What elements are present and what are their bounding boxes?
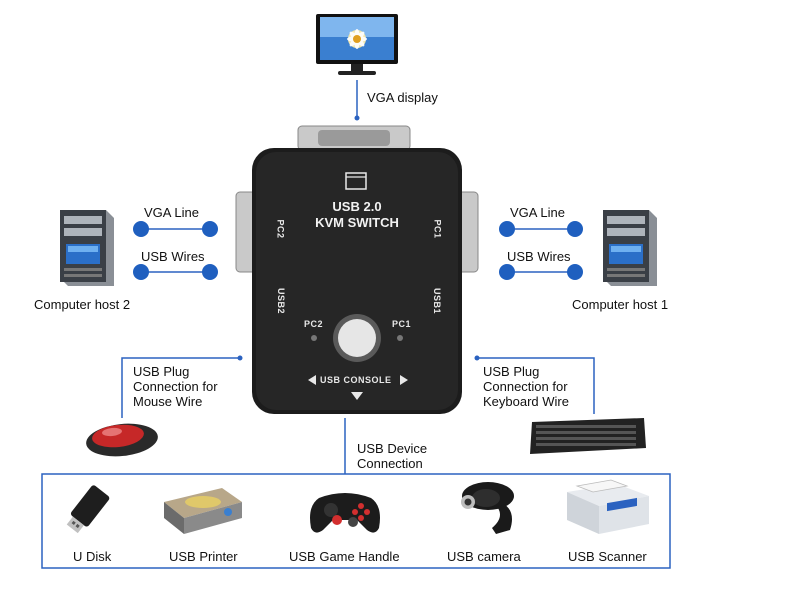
kvm-side-pc1: PC1: [432, 219, 443, 239]
mouse-icon: [86, 423, 158, 457]
computer-tower-icon: [603, 210, 657, 286]
keyboard-icon: [530, 418, 646, 454]
right-vga-line-label: VGA Line: [510, 205, 565, 220]
device-label-u-disk: U Disk: [73, 549, 112, 564]
computer-host-1-label: Computer host 1: [572, 297, 669, 312]
gamepad-icon: [310, 493, 380, 533]
left-vga-port-dot: [133, 221, 149, 237]
left-usb-switch-dot: [202, 264, 218, 280]
right-host-dots: [499, 221, 583, 280]
usb-disk-icon: [66, 485, 110, 534]
right-usb-wires-label: USB Wires: [507, 249, 571, 264]
kvm-side-usb1: USB1: [432, 287, 443, 315]
printer-icon: [164, 488, 242, 534]
computer-host-2-label: Computer host 2: [34, 297, 131, 312]
device-label-usb-camera: USB camera: [447, 549, 521, 564]
kvm-title-line2: KVM SWITCH: [315, 215, 399, 230]
device-label-usb-game-handle: USB Game Handle: [289, 549, 400, 564]
right-usb-switch-dot: [499, 264, 515, 280]
device-label-usb-printer: USB Printer: [169, 549, 238, 564]
scanner-icon: [567, 479, 649, 534]
vga-display-label: VGA display: [367, 90, 438, 105]
keyboard-connection-label: USB Plug Connection for Keyboard Wire: [483, 364, 569, 409]
kvm-title-line1: USB 2.0: [332, 199, 382, 214]
computer-tower-icon: [60, 210, 114, 286]
left-usb-wires-label: USB Wires: [141, 249, 205, 264]
kvm-switch: [235, 125, 479, 414]
kvm-led-pc1: PC1: [392, 319, 412, 329]
kvm-led-pc2: PC2: [304, 319, 324, 329]
right-vga-port-dot: [567, 221, 583, 237]
usb-device-connection-label: USB Device Connection: [357, 441, 428, 471]
left-vga-line-label: VGA Line: [144, 205, 199, 220]
kvm-side-pc2: PC2: [275, 219, 286, 239]
left-usb-port-dot: [133, 264, 149, 280]
mouse-connection-label: USB Plug Connection for Mouse Wire: [133, 364, 218, 409]
left-vga-switch-dot: [202, 221, 218, 237]
kvm-console-label: USB CONSOLE: [320, 375, 392, 385]
kvm-side-usb2: USB2: [276, 287, 287, 315]
monitor-icon: [316, 14, 398, 75]
right-vga-switch-dot: [499, 221, 515, 237]
left-host-dots: [133, 221, 218, 280]
camera-icon: [461, 482, 514, 534]
right-usb-port-dot: [567, 264, 583, 280]
device-label-usb-scanner: USB Scanner: [568, 549, 647, 564]
